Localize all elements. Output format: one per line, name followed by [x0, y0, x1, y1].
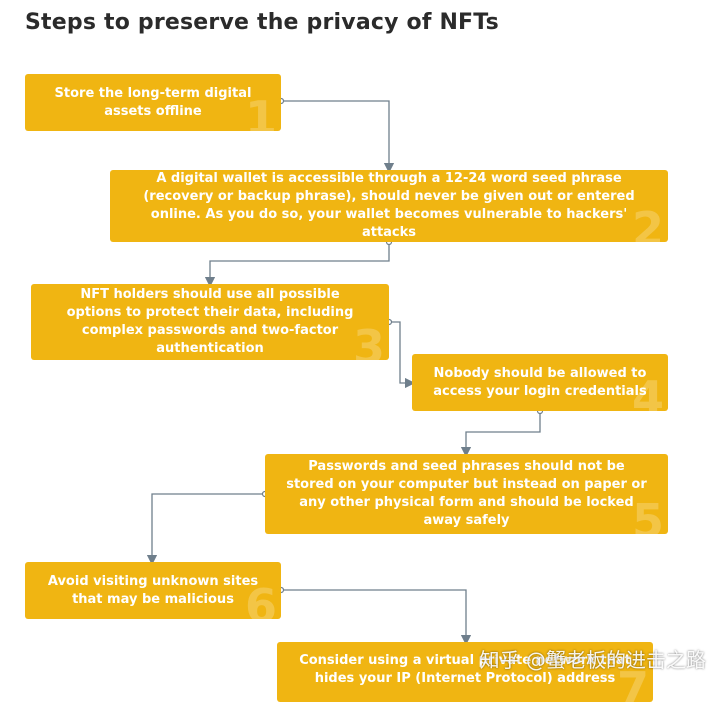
connector-1-2	[281, 100, 395, 174]
step-number: 1	[244, 91, 277, 131]
connector-2-3	[204, 242, 390, 288]
step-text: NFT holders should use all possible opti…	[66, 287, 354, 356]
step-number: 3	[352, 320, 385, 360]
step-text: Passwords and seed phrases should not be…	[286, 459, 647, 528]
connector-3-4	[389, 321, 416, 389]
step-number: 2	[631, 202, 664, 242]
step-text: Nobody should be allowed to access your …	[433, 365, 647, 399]
step-2-box: 2 A digital wallet is accessible through…	[110, 170, 668, 242]
step-4-box: 4 Nobody should be allowed to access you…	[412, 354, 668, 411]
step-number: 4	[631, 371, 664, 411]
step-number: 6	[244, 579, 277, 619]
connector-5-6	[146, 493, 265, 566]
step-text: Consider using a virtual private network…	[299, 653, 631, 686]
step-3-box: 3 NFT holders should use all possible op…	[31, 284, 389, 360]
step-number: 5	[631, 494, 664, 534]
step-text: Avoid visiting unknown sites that may be…	[47, 573, 259, 607]
watermark-text: 知乎 @蟹老板的进击之路	[479, 648, 706, 672]
step-1-box: 1 Store the long-term digital assets off…	[25, 74, 281, 131]
step-5-box: 5 Passwords and seed phrases should not …	[265, 454, 668, 534]
connector-4-5	[460, 411, 541, 458]
step-text: A digital wallet is accessible through a…	[143, 171, 635, 240]
diagram-title: Steps to preserve the privacy of NFTs	[25, 10, 499, 35]
step-text: Store the long-term digital assets offli…	[54, 85, 252, 119]
connector-6-7	[281, 589, 472, 646]
step-6-box: 6 Avoid visiting unknown sites that may …	[25, 562, 281, 619]
